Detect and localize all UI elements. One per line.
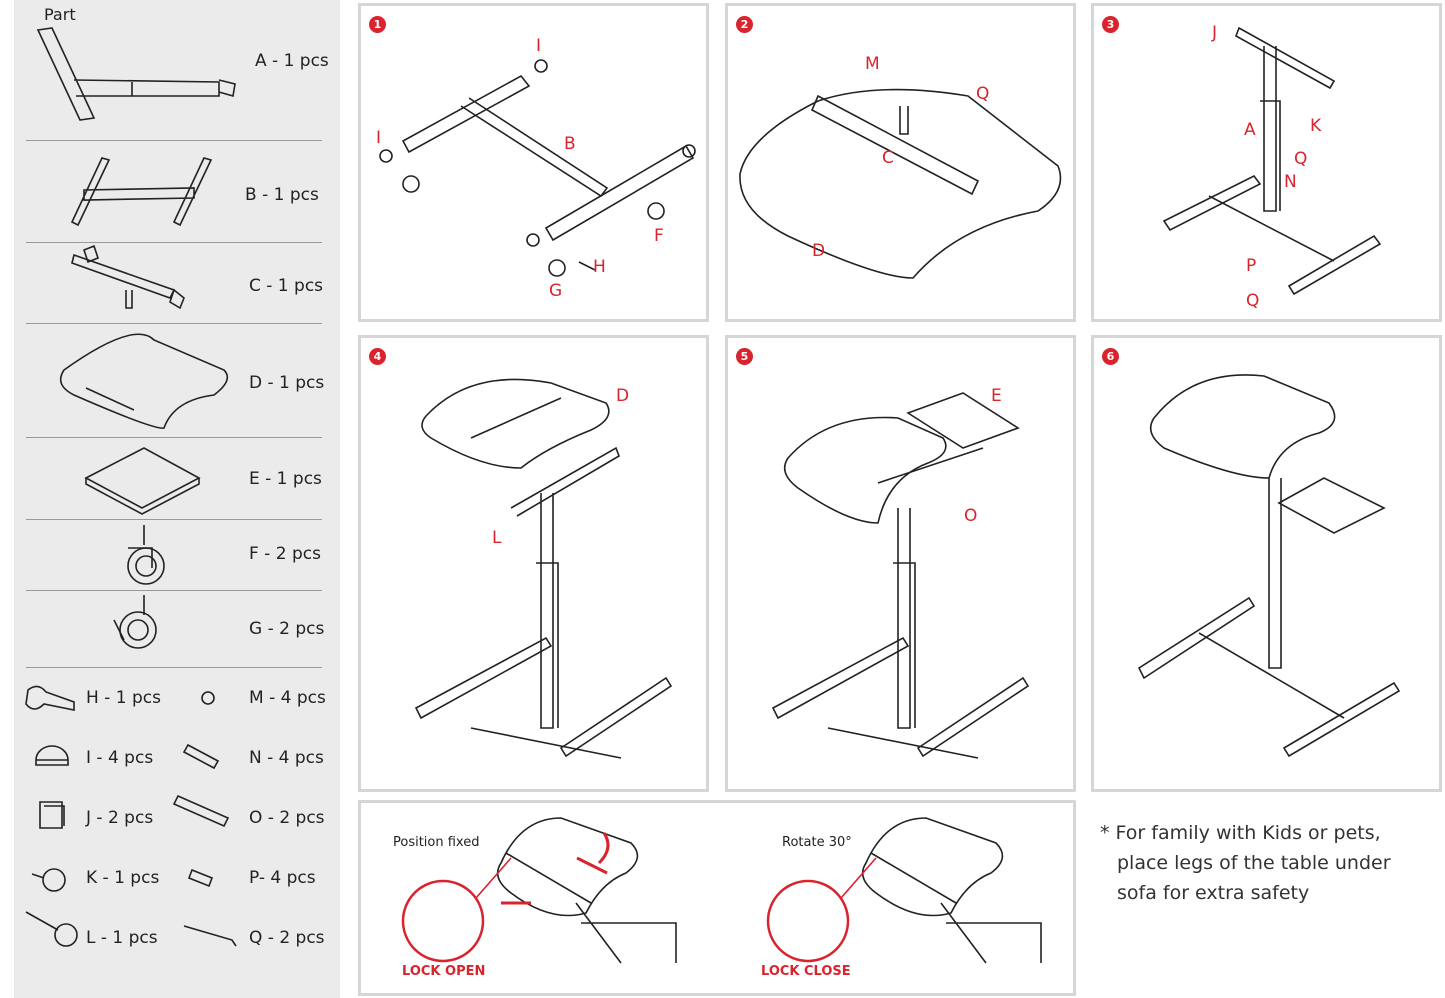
step-6-illustration [1137,374,1401,758]
label-q: Q [1246,291,1260,311]
part-h-label: H - 1 pcs [86,688,161,708]
part-o-label: O - 2 pcs [249,808,325,828]
part-c-label: C - 1 pcs [249,276,324,296]
step-2-illustration [739,88,1062,279]
step-4-illustration [414,378,673,759]
label-i: I [376,128,382,148]
step-number: 1 [369,16,386,33]
label-a: A [1244,120,1256,140]
step-number: 3 [1102,16,1119,33]
divider [26,519,322,520]
step-6-panel: 6 [1091,335,1442,792]
step-number: 5 [736,348,753,365]
divider [26,323,322,324]
part-i-label: I - 4 pcs [86,748,154,768]
lock-illustration [401,817,1042,964]
step-5-illustration [771,392,1030,759]
safety-note: * For family with Kids or pets, place le… [1100,818,1391,908]
part-f-label: F - 2 pcs [249,544,321,564]
part-a-label: A - 1 pcs [255,51,329,71]
label-n: N [1284,172,1297,192]
step-3-illustration [1162,26,1382,296]
note-line: place legs of the table under [1117,852,1391,874]
divider [26,437,322,438]
step-1-illustration [379,59,696,277]
divider [26,140,322,141]
parts-list-panel: Part A - 1 pcs B - 1 pcs C - 1 pcs D - 1… [14,0,340,998]
label-o: O [964,506,978,526]
label-q: Q [976,84,990,104]
step-number: 4 [369,348,386,365]
divider [26,590,322,591]
label-p: P [1246,256,1257,276]
step-4-panel: 4 D L [358,335,709,792]
part-p-label: P- 4 pcs [249,868,316,888]
divider [26,667,322,668]
part-e-label: E - 1 pcs [249,469,322,489]
part-d-label: D - 1 pcs [249,373,325,393]
label-k: K [1310,116,1322,136]
label-i: I [536,36,542,56]
lock-instructions-panel: Position fixed LOCK OPEN Rotate 30° LOCK… [358,800,1076,996]
lock-open-label: LOCK OPEN [402,964,486,979]
lock-close-label: LOCK CLOSE [761,964,851,979]
label-j: J [1212,23,1218,43]
label-h: H [593,257,606,277]
part-l-label: L - 1 pcs [86,928,158,948]
position-fixed-caption: Position fixed [393,835,480,850]
note-line: * For family with Kids or pets, [1100,822,1381,844]
part-n-label: N - 4 pcs [249,748,324,768]
label-b: B [564,134,576,154]
part-m-label: M - 4 pcs [249,688,326,708]
part-g-label: G - 2 pcs [249,619,325,639]
divider [26,242,322,243]
note-line: sofa for extra safety [1117,882,1310,904]
label-f: F [654,226,664,246]
step-number: 2 [736,16,753,33]
label-e: E [991,386,1002,406]
label-d: D [812,241,826,261]
step-number: 6 [1102,348,1119,365]
parts-title: Part [44,5,76,24]
label-l: L [492,528,502,548]
step-5-panel: 5 E O [725,335,1076,792]
label-q: Q [1294,149,1308,169]
part-b-label: B - 1 pcs [245,185,319,205]
label-m: M [865,54,880,74]
label-c: C [882,148,894,168]
label-g: G [549,281,563,301]
label-d: D [616,386,630,406]
part-j-label: J - 2 pcs [86,808,154,828]
step-2-panel: 2 M Q C D [725,3,1076,322]
step-3-panel: 3 J A K Q N P Q [1091,3,1442,322]
part-q-label: Q - 2 pcs [249,928,325,948]
parts-illustrations [25,27,237,947]
step-1-panel: 1 I I B F G H [358,3,709,322]
rotate-caption: Rotate 30° [782,835,852,850]
part-k-label: K - 1 pcs [86,868,160,888]
